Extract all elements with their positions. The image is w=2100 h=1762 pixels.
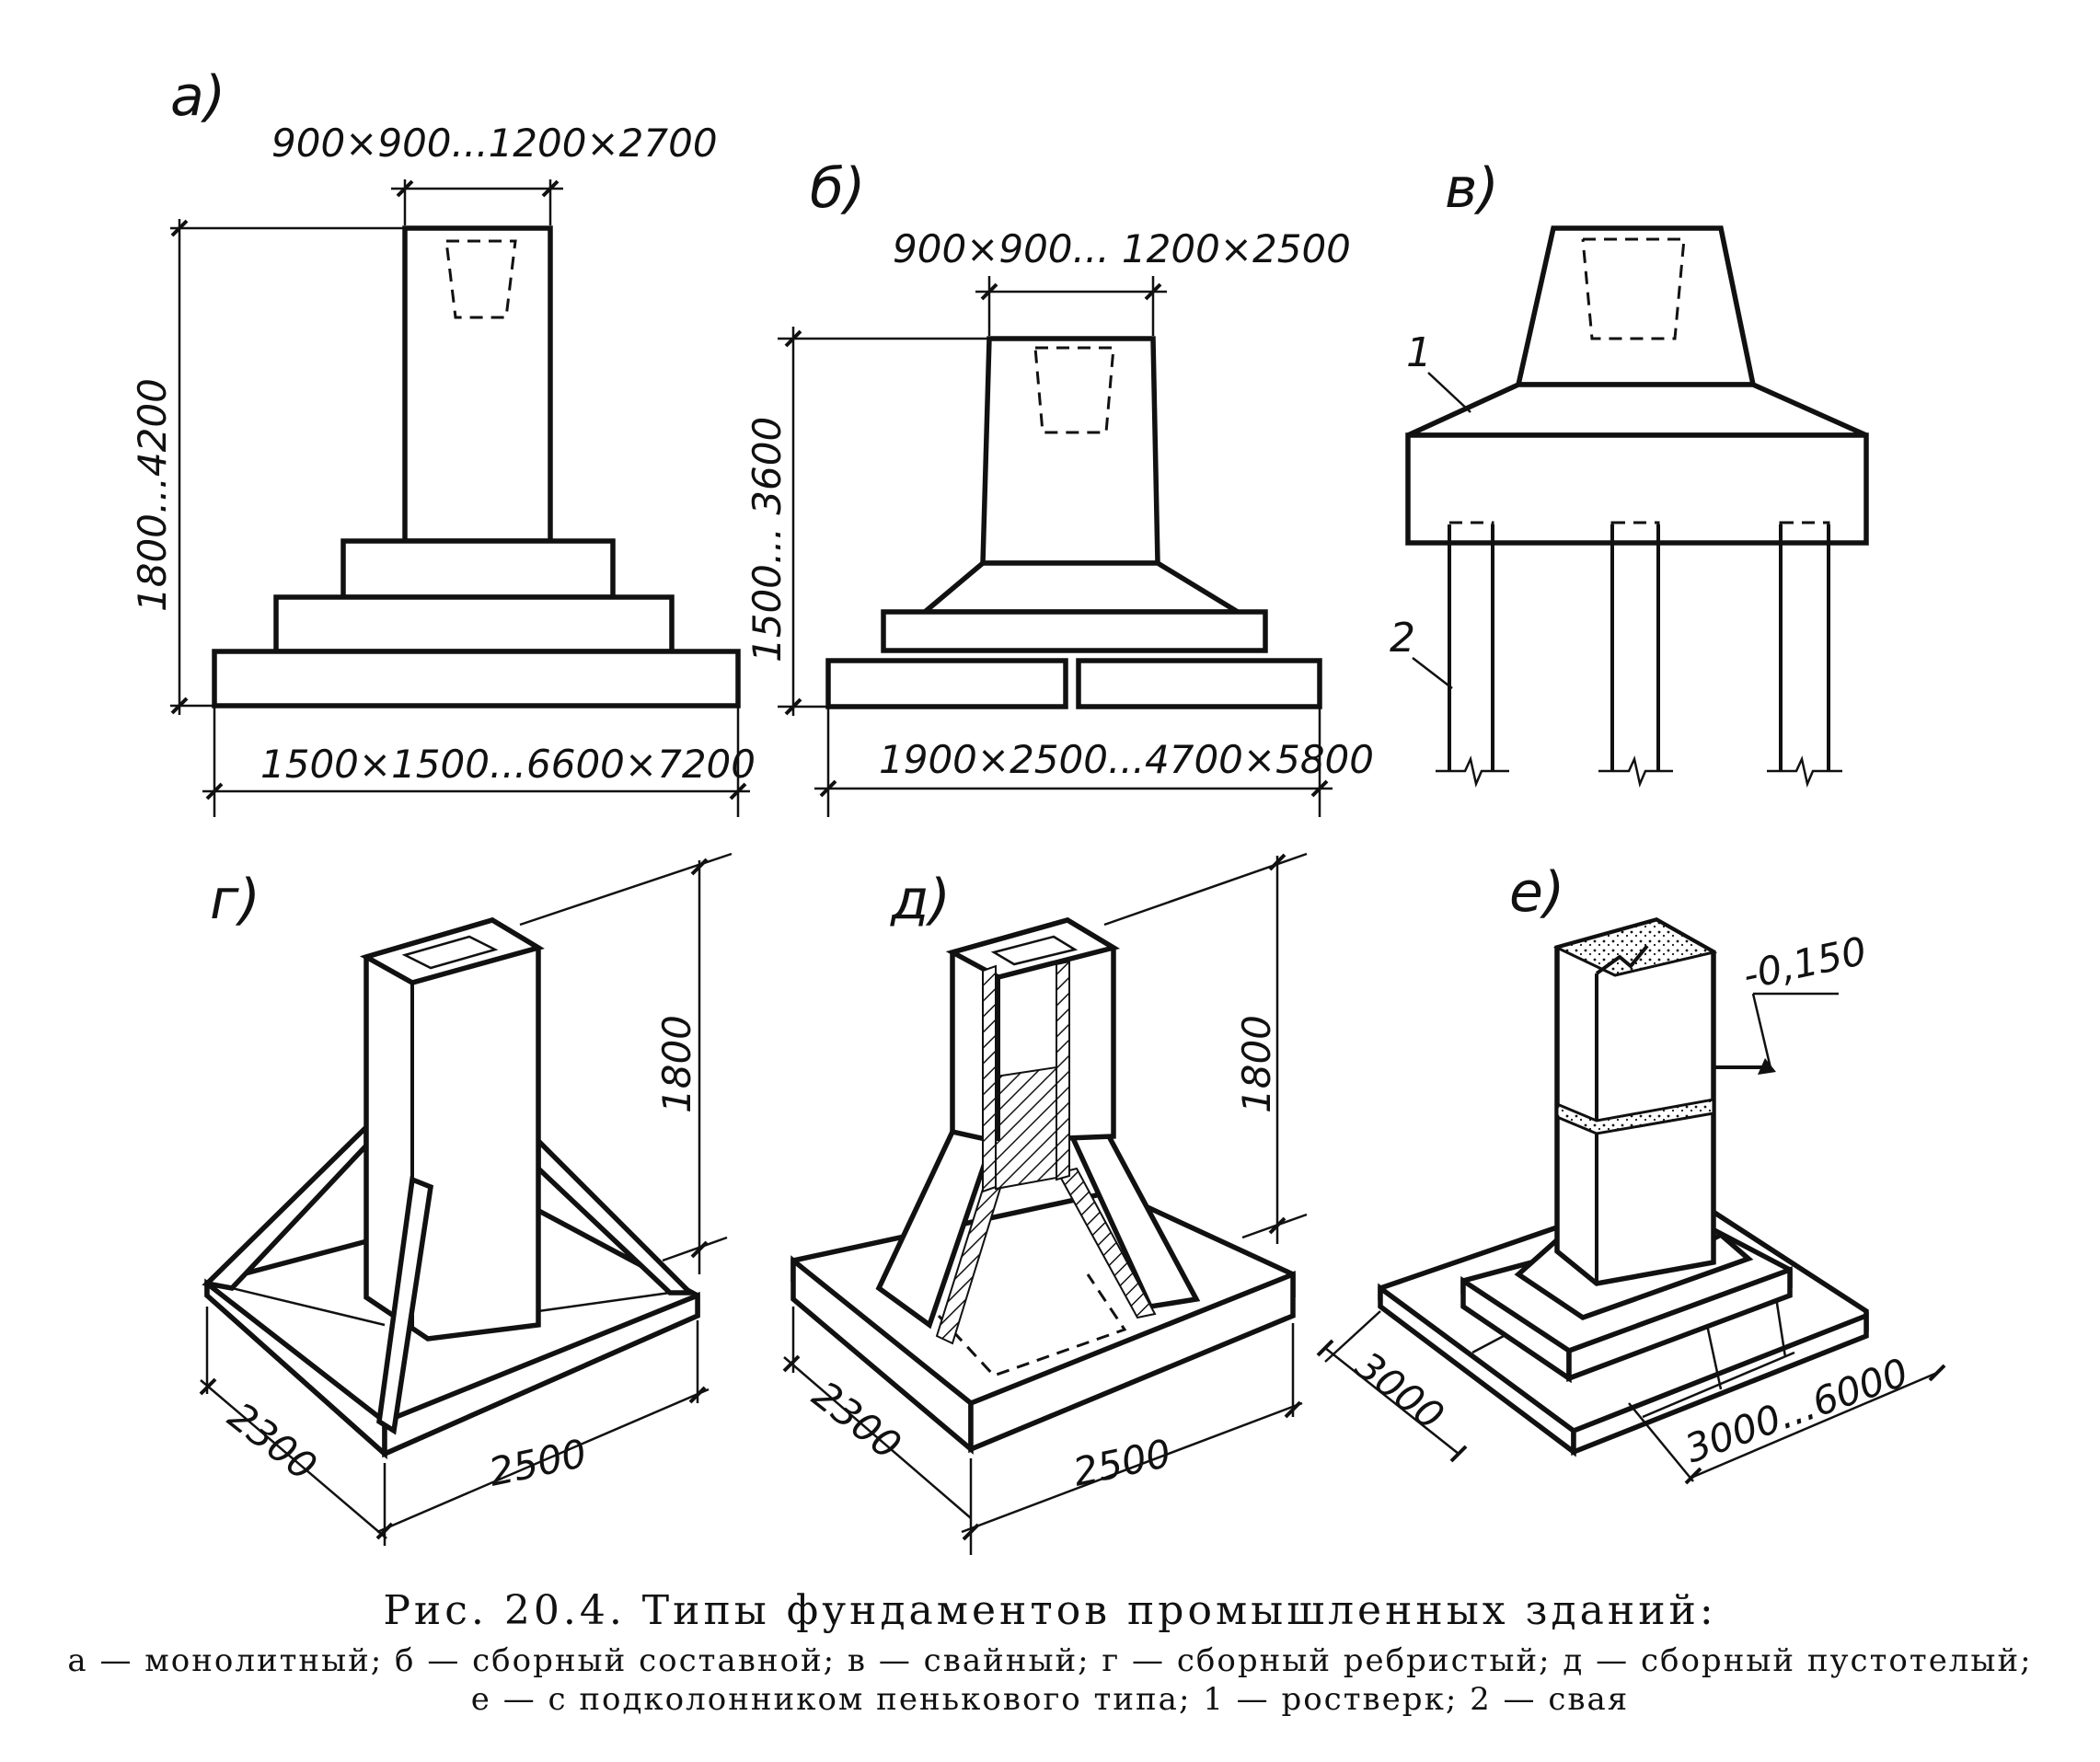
panel-a-column bbox=[402, 225, 553, 544]
panel-d-width-dimension-line bbox=[961, 1401, 1303, 1534]
panel-a-base-dimension: 1500×1500...6600×7200 bbox=[260, 742, 756, 787]
panel-a-top-dimension: 900×900...1200×2700 bbox=[271, 121, 718, 166]
panel-b-base-plate-right bbox=[1076, 658, 1322, 709]
panel-a-monolithic-foundation: а) 900×900...1200×2700 1800...4200 1500×… bbox=[130, 64, 756, 817]
panel-v-pile-foundation: в) 1 2 bbox=[1390, 156, 1869, 789]
panel-e-width-dimension-line bbox=[1692, 1371, 1938, 1479]
panel-g-width-dimension-line bbox=[376, 1388, 710, 1534]
panel-e-depth-dimension-line bbox=[1324, 1347, 1460, 1455]
panel-b-base-dimension: 1900×2500...4700×5800 bbox=[879, 737, 1374, 782]
panel-e-pedestal-front-right bbox=[1566, 1266, 1793, 1382]
panel-d-slab-front-right bbox=[968, 1270, 1296, 1454]
panel-d-column-top bbox=[945, 917, 1121, 980]
panel-d-width-dimension: 2500 bbox=[1069, 1431, 1175, 1495]
panel-d-hidden-edges bbox=[937, 1273, 1127, 1377]
panel-e-column-joint bbox=[1555, 1098, 1715, 1135]
caption-title: Рис. 20.4. Типы фундаментов промышленных… bbox=[383, 1587, 1717, 1634]
panel-g-depth-dimension-line bbox=[200, 1379, 387, 1539]
panel-v-callout-pile-leader bbox=[1412, 657, 1453, 689]
panel-b-socket bbox=[1033, 346, 1115, 434]
panel-g-column-top bbox=[359, 917, 545, 985]
panel-b-label: б) bbox=[810, 156, 865, 221]
panel-v-grillage bbox=[1405, 432, 1869, 546]
panel-g-width-dimension: 2500 bbox=[485, 1431, 591, 1495]
panel-d-label: д) bbox=[890, 868, 951, 932]
panel-e-column bbox=[1554, 917, 1716, 1286]
panel-b-height-dimension: 1500... 3600 bbox=[744, 417, 790, 662]
panel-a-step-2 bbox=[273, 594, 675, 654]
panel-v-label: в) bbox=[1445, 156, 1499, 221]
panel-v-piles bbox=[1436, 521, 1842, 789]
panel-d-wall-section-right bbox=[1056, 960, 1070, 1181]
panel-v-pile-2 bbox=[1610, 524, 1660, 771]
panel-b-precast-composite-foundation: б) 900×900... 1200×2500 1500... 3600 190… bbox=[744, 156, 1374, 817]
panel-b-sloped-part bbox=[917, 560, 1247, 615]
panel-e-subcolumn-foundation: е) -0,150 3000 bbox=[1316, 860, 1946, 1485]
panel-b-top-dimension: 900×900... 1200×2500 bbox=[893, 226, 1351, 271]
panel-v-grillage-slope bbox=[1406, 382, 1868, 438]
panel-d-leg-right-section bbox=[1056, 1167, 1157, 1319]
panel-g-precast-ribbed-foundation: г) 1800 2300 2500 bbox=[199, 852, 733, 1546]
panel-g-rib-front bbox=[376, 1176, 434, 1435]
panel-d-wall-section-left bbox=[982, 964, 997, 1193]
panel-e-depth-dimension: 3000 bbox=[1347, 1342, 1452, 1438]
panel-v-callout-pile: 2 bbox=[1390, 615, 1415, 662]
panel-g-slab-front-right bbox=[382, 1291, 700, 1458]
figure-caption: Рис. 20.4. Типы фундаментов промышленных… bbox=[0, 1587, 2100, 1719]
panel-e-label: е) bbox=[1509, 860, 1564, 925]
panel-d-depth-dimension-line bbox=[783, 1356, 972, 1519]
panel-b-base-plate-left bbox=[825, 658, 1068, 709]
panel-a-socket bbox=[444, 239, 517, 319]
panel-a-height-dimension: 1800...4200 bbox=[130, 378, 175, 612]
panel-v-pile-1 bbox=[1448, 524, 1494, 771]
panel-b-slab-top bbox=[881, 609, 1268, 653]
panel-g-label: г) bbox=[210, 868, 260, 932]
panel-g-column-side bbox=[363, 917, 541, 1342]
caption-legend: а — монолитный; б — сборный составной; в… bbox=[67, 1642, 2033, 1718]
panel-g-depth-dimension: 2300 bbox=[220, 1393, 325, 1489]
panel-b-socket-block bbox=[980, 336, 1160, 566]
panel-a-step-1 bbox=[212, 649, 741, 708]
panel-v-socket-block bbox=[1515, 225, 1757, 387]
panel-v-callout-grillage-leader bbox=[1427, 372, 1471, 413]
panel-d-height-dimension: 1800 bbox=[1234, 1015, 1279, 1113]
panel-d-precast-hollow-foundation: д) 1800 2300 2500 bbox=[782, 852, 1308, 1555]
panel-a-step-3 bbox=[340, 538, 616, 600]
panel-d-core-section bbox=[995, 1065, 1057, 1191]
panel-v-socket bbox=[1581, 237, 1686, 340]
panel-v-pile-3 bbox=[1779, 524, 1830, 771]
panel-v-callout-grillage: 1 bbox=[1406, 329, 1432, 376]
panel-d-column-opening bbox=[990, 935, 1079, 966]
panel-a-label: а) bbox=[170, 64, 225, 129]
panel-e-level-mark: -0,150 bbox=[1739, 928, 1871, 998]
panel-e-column-cut-top bbox=[1552, 918, 1718, 977]
panel-g-column-opening bbox=[401, 935, 499, 970]
panel-g-height-dimension: 1800 bbox=[654, 1015, 699, 1113]
